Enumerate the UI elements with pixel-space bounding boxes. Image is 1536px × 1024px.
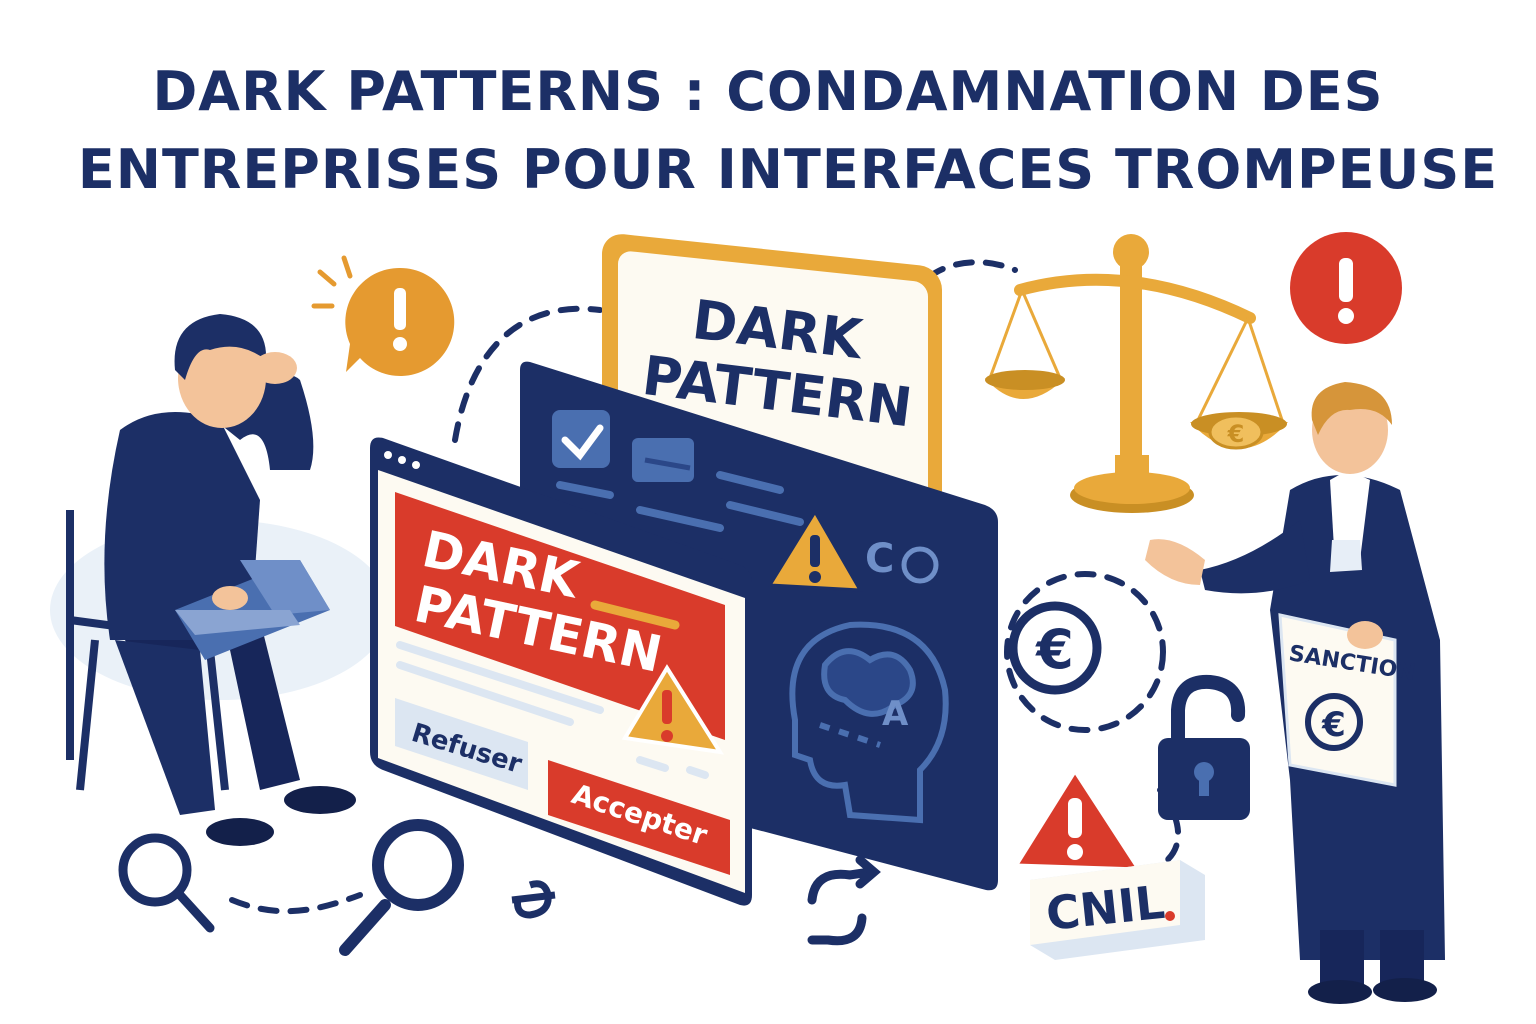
judge-figure: SANCTION € [1145,382,1445,1004]
brain-letter: A [882,694,909,734]
page-title-line-1: DARK PATTERNS : CONDAMNATION DES [152,60,1384,123]
alert-circle-icon [1290,232,1402,344]
stressed-user-figure [50,314,390,846]
loading-glyph: C [865,536,894,582]
cnil-label: CNIL [1044,875,1168,941]
euro-coin-icon: € [1208,414,1264,450]
svg-text:€: € [1227,420,1245,448]
currency-glyph-icon [511,880,556,919]
warning-triangle-icon [621,664,725,755]
warning-triangle-icon [767,509,863,592]
warning-speech-bubble-icon [311,255,455,376]
scales-of-justice-icon: € [985,234,1288,513]
brain-head-icon: A [789,621,949,824]
checkbox-icon [552,410,610,468]
page-title-line-2: ENTREPRISES POUR INTERFACES TROMPEUSE [77,138,1499,201]
magnifier-icon [339,819,464,956]
svg-text:€: € [1034,618,1074,681]
sanction-sign: SANCTION € [1278,613,1417,787]
refresh-euro-icon [807,855,881,946]
sanction-euro-symbol: € [1321,705,1346,745]
padlock-open-icon [1158,674,1250,820]
browser-window: DARK PATTERN Refuser Accepter [370,437,752,906]
magnifier-icon [118,833,215,933]
euro-circle-icon: € [1008,601,1102,695]
cnil-warning-group: CNIL [1010,765,1205,960]
